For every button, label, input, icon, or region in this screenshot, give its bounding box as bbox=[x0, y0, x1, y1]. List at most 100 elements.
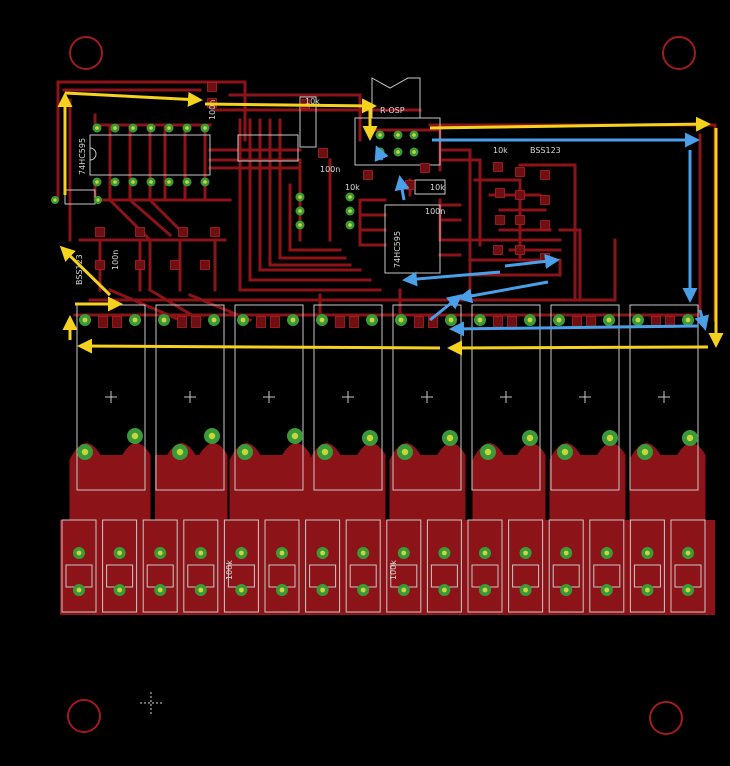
terminal-outline bbox=[223, 519, 259, 613]
resistor-label: 10k bbox=[345, 183, 360, 192]
copper-trace bbox=[56, 80, 247, 142]
pad-drill bbox=[606, 434, 614, 442]
pad-drill bbox=[604, 550, 610, 556]
pad-drill bbox=[298, 209, 302, 213]
pad-drill bbox=[320, 587, 325, 593]
smd-pad bbox=[178, 227, 188, 237]
pad-drill bbox=[482, 550, 488, 556]
pad-drill bbox=[132, 317, 138, 323]
pad-drill bbox=[442, 550, 447, 556]
smd-pad bbox=[210, 227, 220, 237]
pad-drill bbox=[203, 180, 207, 184]
pad-drill bbox=[401, 550, 407, 556]
pad-drill bbox=[635, 317, 641, 323]
pad-drill bbox=[606, 317, 612, 323]
relay-outline bbox=[313, 304, 383, 491]
component-outline bbox=[64, 189, 96, 205]
pad-drill bbox=[412, 150, 416, 154]
terminal-outline bbox=[629, 519, 665, 613]
copper-trace bbox=[438, 148, 472, 292]
cap-label: 100n bbox=[320, 165, 340, 174]
copper-trace bbox=[248, 118, 372, 282]
smd-pad bbox=[335, 316, 345, 328]
pad-drill bbox=[360, 550, 366, 556]
pad-drill bbox=[131, 180, 135, 184]
silk-labels: R-OSP BSS123 10k 100n 10k 10k 100n 100n … bbox=[75, 97, 561, 580]
pad-drill bbox=[211, 317, 217, 323]
mount-hole-icon bbox=[662, 36, 696, 70]
relay-outline bbox=[155, 304, 225, 491]
pad-drill bbox=[176, 448, 184, 456]
smd-pad bbox=[135, 227, 145, 237]
copper-trace bbox=[438, 158, 482, 247]
pad-drill bbox=[131, 432, 139, 440]
copper-trace bbox=[258, 118, 362, 272]
pad-drill bbox=[378, 133, 382, 137]
pad-drill bbox=[203, 126, 207, 130]
flow-arrow bbox=[447, 340, 709, 356]
smd-pad bbox=[495, 215, 505, 225]
pad-drill bbox=[198, 587, 204, 593]
pad-drill bbox=[369, 317, 375, 323]
copper-trace bbox=[473, 178, 522, 262]
pad-drill bbox=[291, 432, 299, 440]
copper-trace bbox=[93, 183, 232, 202]
pad-drill bbox=[446, 434, 454, 442]
flow-arrow bbox=[457, 280, 549, 304]
pad-drill bbox=[208, 432, 216, 440]
connector-label: R-OSP bbox=[380, 106, 405, 115]
copper-traces bbox=[56, 80, 717, 615]
smd-pad bbox=[495, 188, 505, 198]
smd-pad bbox=[572, 316, 582, 328]
pad-drill bbox=[157, 550, 163, 556]
smd-pad bbox=[515, 190, 525, 200]
smd-pad bbox=[493, 245, 503, 255]
terminal-outline bbox=[670, 519, 706, 613]
smd-pad bbox=[191, 316, 201, 328]
pad-drill bbox=[523, 550, 528, 556]
smd-pad bbox=[493, 162, 503, 172]
ic-label: 74HC595 bbox=[393, 231, 402, 268]
pad-drill bbox=[298, 223, 302, 227]
pad-drill bbox=[556, 317, 562, 323]
flow-arrow bbox=[64, 91, 203, 107]
flow-arrow bbox=[429, 116, 711, 132]
pad-drill bbox=[563, 550, 569, 556]
smd-pad bbox=[95, 260, 105, 270]
smd-pad bbox=[420, 163, 430, 173]
pad-drill bbox=[412, 133, 416, 137]
pad-drill bbox=[360, 587, 366, 593]
pad-drill bbox=[685, 587, 691, 593]
smd-pad bbox=[507, 316, 517, 328]
mount-hole-icon bbox=[69, 36, 103, 70]
flow-arrow bbox=[204, 98, 377, 114]
pad-drill bbox=[685, 550, 691, 556]
copper-trace bbox=[228, 93, 362, 142]
smd-pad bbox=[540, 220, 550, 230]
pad-drill bbox=[198, 550, 204, 556]
cap-label: 100n bbox=[208, 100, 217, 120]
smd-pad bbox=[318, 148, 328, 158]
mount-hole-icon bbox=[67, 699, 101, 733]
terminal-outline bbox=[61, 519, 97, 613]
terminal-outline bbox=[102, 519, 138, 613]
blue-flow-arrows bbox=[374, 132, 710, 337]
pad-drill bbox=[96, 198, 100, 202]
pad-drill bbox=[241, 448, 249, 456]
flow-arrow bbox=[77, 338, 441, 354]
terminal-outline bbox=[426, 519, 462, 613]
smd-pad bbox=[98, 316, 108, 328]
pad-drill bbox=[561, 448, 569, 456]
pad-drill bbox=[604, 587, 610, 593]
flow-arrow bbox=[394, 175, 410, 201]
pad-drill bbox=[482, 587, 488, 593]
pad-drill bbox=[76, 550, 82, 556]
connector-outline bbox=[371, 77, 421, 119]
pad-drill bbox=[279, 550, 285, 556]
pad-drill bbox=[149, 180, 153, 184]
flow-arrow bbox=[504, 253, 560, 269]
copper-trace bbox=[428, 123, 717, 322]
pad-drill bbox=[348, 223, 352, 227]
connector-outline bbox=[354, 117, 441, 166]
